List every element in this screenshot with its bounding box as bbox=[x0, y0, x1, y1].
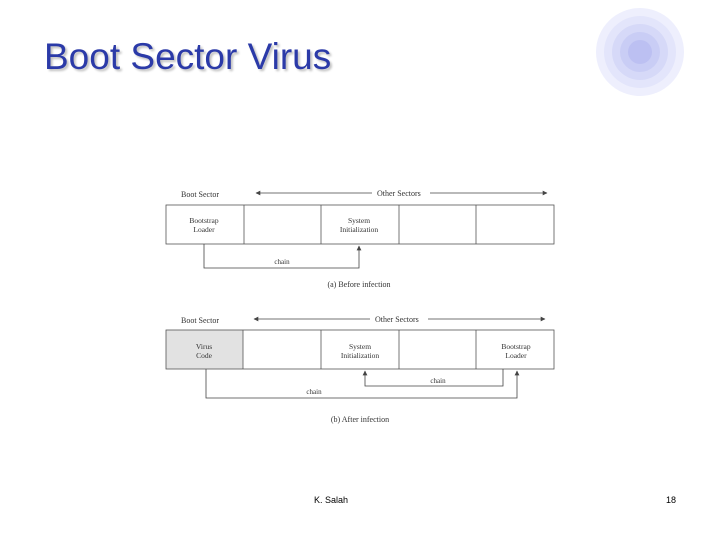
before-boot-sector-label: Boot Sector bbox=[181, 190, 219, 199]
before-chain-label: chain bbox=[274, 258, 290, 266]
before-bootstrap-cell-line2: Loader bbox=[193, 225, 215, 234]
before-infection-panel: Boot Sector Other Sectors Bootstrap Load… bbox=[165, 189, 555, 289]
after-sysinit-cell: System bbox=[349, 342, 371, 351]
after-sysinit-cell-line2: Initialization bbox=[341, 351, 380, 360]
slide-title: Boot Sector Virus bbox=[44, 36, 332, 77]
virus-cell-fill bbox=[166, 330, 243, 369]
after-sector-row bbox=[165, 329, 555, 370]
after-virus-cell-line2: Code bbox=[196, 351, 213, 360]
before-other-sectors-label: Other Sectors bbox=[377, 189, 421, 198]
after-boot-sector-label: Boot Sector bbox=[181, 316, 219, 325]
before-sector-row bbox=[165, 204, 555, 245]
before-caption: (a) Before infection bbox=[327, 280, 390, 289]
before-sysinit-cell-line2: Initialization bbox=[340, 225, 379, 234]
after-infection-panel: Boot Sector Other Sectors Virus Code Sys… bbox=[165, 315, 555, 424]
after-chain-label-inner: chain bbox=[430, 377, 446, 385]
after-caption: (b) After infection bbox=[331, 415, 389, 424]
page-number: 18 bbox=[666, 495, 677, 505]
after-virus-cell: Virus bbox=[196, 342, 212, 351]
before-sysinit-cell: System bbox=[348, 216, 370, 225]
after-chain-arrow-outer bbox=[205, 369, 520, 399]
decorative-orb-icon bbox=[596, 8, 684, 96]
before-chain-arrow bbox=[203, 244, 362, 269]
after-chain-arrow-inner bbox=[362, 369, 504, 387]
after-other-sectors-label: Other Sectors bbox=[375, 315, 419, 324]
before-bootstrap-cell: Bootstrap bbox=[189, 216, 218, 225]
after-bootstrap-cell-line2: Loader bbox=[505, 351, 527, 360]
after-bootstrap-cell: Bootstrap bbox=[501, 342, 530, 351]
footer-author: K. Salah bbox=[314, 495, 349, 505]
after-chain-label-outer: chain bbox=[306, 388, 322, 396]
